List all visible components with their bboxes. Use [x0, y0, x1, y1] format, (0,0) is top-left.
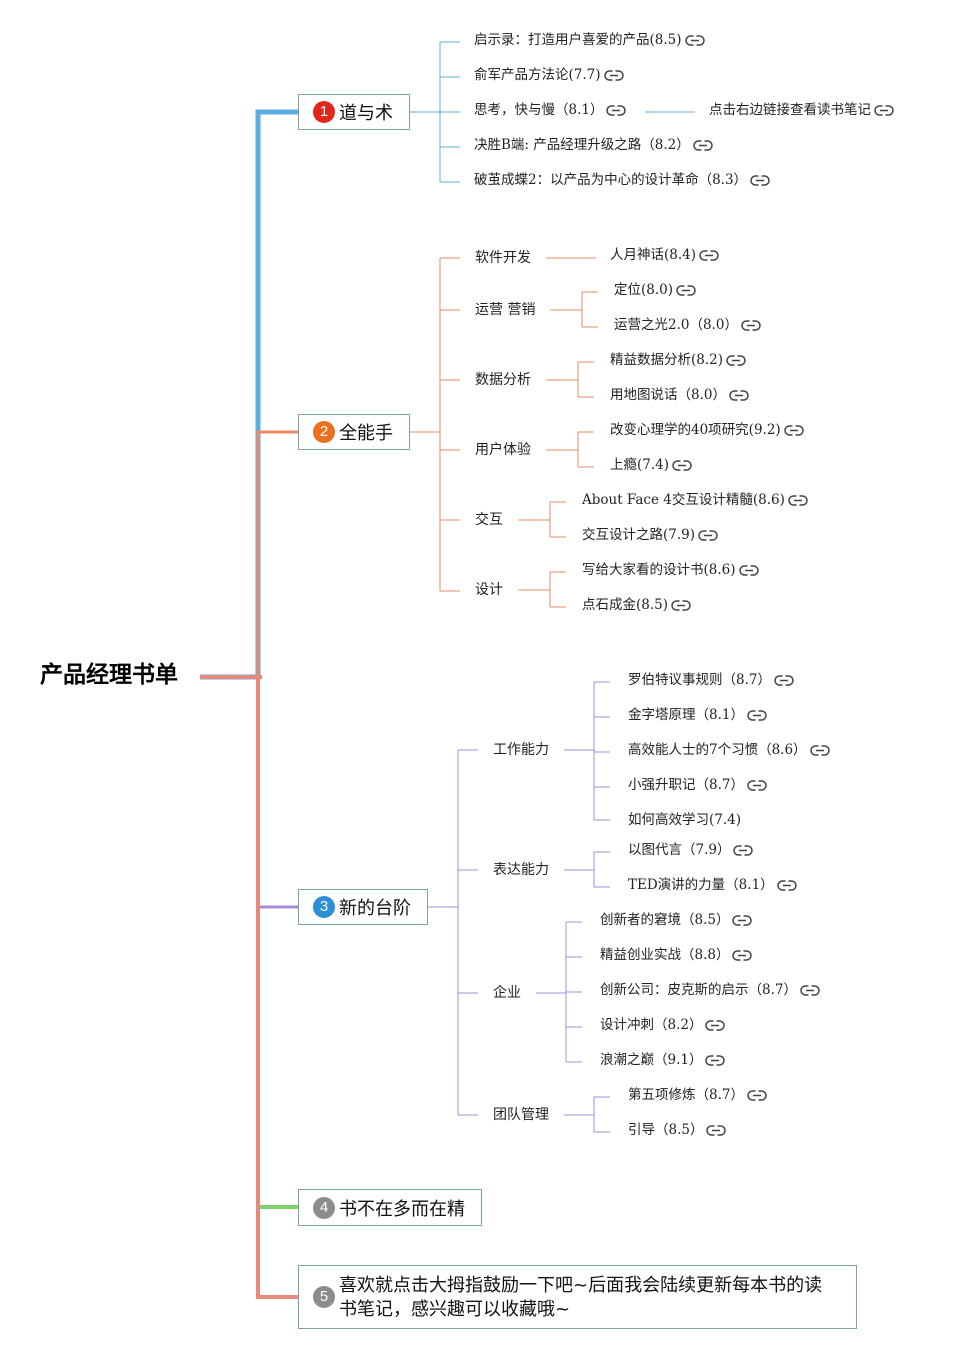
link-icon[interactable] [783, 425, 804, 436]
group-2-1[interactable]: 软件开发 [475, 250, 531, 266]
branch-2-node[interactable]: 2 全能手 [298, 414, 410, 450]
book-3-2-1[interactable]: 以图代言（7.9） [628, 843, 754, 858]
branch-5-label: 喜欢就点击大拇指鼓励一下吧~后面我会陆续更新每本书的读书笔记，感兴趣可以收藏哦~ [339, 1275, 823, 1320]
link-icon[interactable] [774, 675, 794, 686]
trunk-b5 [256, 677, 298, 1299]
book-2-5-1[interactable]: About Face 4交互设计精髓(8.6) [582, 493, 808, 508]
link-icon[interactable] [738, 565, 759, 576]
link-icon[interactable] [732, 950, 753, 961]
branch-3-node[interactable]: 3 新的台阶 [298, 889, 428, 925]
branch-5-node[interactable]: 5 喜欢就点击大拇指鼓励一下吧~后面我会陆续更新每本书的读书笔记，感兴趣可以收藏… [298, 1265, 857, 1329]
badge-3-icon: 3 [313, 896, 335, 918]
book-2-4-2[interactable]: 上瘾(7.4) [610, 458, 692, 473]
book-3-3-4[interactable]: 设计冲刺（8.2） [600, 1018, 726, 1033]
trunk-b1 [200, 109, 298, 680]
book-1-4[interactable]: 决胜B端: 产品经理升级之路（8.2） [474, 138, 713, 153]
link-icon[interactable] [671, 600, 691, 611]
book-2-2-1[interactable]: 定位(8.0) [614, 283, 696, 298]
book-3-1-1[interactable]: 罗伯特议事规则（8.7） [628, 673, 794, 688]
link-icon[interactable] [750, 175, 770, 186]
branch-3-label: 新的台阶 [339, 898, 411, 919]
book-2-4-1[interactable]: 改变心理学的40项研究(9.2) [610, 423, 804, 438]
link-icon[interactable] [729, 390, 749, 401]
book-3-1-2[interactable]: 金字塔原理（8.1） [628, 708, 767, 723]
link-icon[interactable] [705, 1055, 726, 1066]
book-3-1-4[interactable]: 小强升职记（8.7） [628, 778, 767, 793]
link-icon[interactable] [705, 1020, 726, 1031]
link-icon[interactable] [800, 985, 820, 996]
branch-4-label: 书不在多而在精 [339, 1198, 465, 1220]
branch-4-node[interactable]: 4 书不在多而在精 [298, 1189, 482, 1226]
badge-1-icon: 1 [313, 101, 335, 123]
group-2-5[interactable]: 交互 [475, 512, 503, 528]
book-3-1-5[interactable]: 如何高效学习(7.4) [628, 812, 742, 828]
group-2-4[interactable]: 用户体验 [475, 442, 531, 458]
book-3-4-2[interactable]: 引导（8.5） [628, 1123, 727, 1138]
book-1-2[interactable]: 俞军产品方法论(7.7) [474, 68, 624, 83]
book-3-3-3[interactable]: 创新公司：皮克斯的启示（8.7） [600, 983, 820, 998]
branch-2-label: 全能手 [339, 423, 393, 444]
trunk-b2 [256, 430, 298, 677]
badge-5-icon: 5 [313, 1286, 335, 1308]
link-icon[interactable] [732, 915, 753, 926]
link-icon[interactable] [776, 880, 797, 891]
book-1-1[interactable]: 启示录：打造用户喜爱的产品(8.5) [474, 33, 705, 48]
badge-4-icon: 4 [313, 1196, 335, 1219]
book-1-3[interactable]: 思考，快与慢（8.1） [474, 103, 627, 118]
book-1-5[interactable]: 破茧成蝶2：以产品为中心的设计革命（8.3） [474, 173, 770, 188]
link-icon[interactable] [747, 710, 767, 721]
book-2-5-2[interactable]: 交互设计之路(7.9) [582, 528, 718, 543]
link-icon[interactable] [606, 105, 627, 116]
book-3-1-3[interactable]: 高效能人士的7个习惯（8.6） [628, 743, 830, 758]
book-3-3-1[interactable]: 创新者的窘境（8.5） [600, 913, 753, 928]
branch-1-label: 道与术 [339, 103, 393, 124]
link-icon[interactable] [747, 1090, 767, 1101]
link-icon[interactable] [874, 105, 894, 116]
trunk-b4 [256, 677, 298, 1209]
book-2-3-2[interactable]: 用地图说话（8.0） [610, 388, 749, 403]
book-2-6-2[interactable]: 点石成金(8.5) [582, 598, 691, 613]
link-icon[interactable] [672, 460, 692, 471]
link-icon[interactable] [684, 35, 705, 46]
book-3-4-1[interactable]: 第五项修炼（8.7） [628, 1088, 767, 1103]
note-1-3[interactable]: 点击右边链接查看读书笔记 [709, 103, 894, 118]
group-3-3[interactable]: 企业 [493, 985, 521, 1001]
link-icon[interactable] [788, 495, 808, 506]
link-icon[interactable] [698, 530, 718, 541]
group-3-1[interactable]: 工作能力 [493, 742, 549, 758]
branch-1-node[interactable]: 1 道与术 [298, 94, 410, 130]
link-icon[interactable] [692, 140, 713, 151]
link-icon[interactable] [676, 285, 696, 296]
book-2-1-1[interactable]: 人月神话(8.4) [610, 248, 719, 263]
book-2-6-1[interactable]: 写给大家看的设计书(8.6) [582, 563, 759, 578]
group-3-2[interactable]: 表达能力 [493, 862, 549, 878]
book-2-2-2[interactable]: 运营之光2.0（8.0） [614, 318, 761, 333]
link-icon[interactable] [706, 1125, 727, 1136]
book-2-3-1[interactable]: 精益数据分析(8.2) [610, 353, 746, 368]
link-icon[interactable] [699, 250, 719, 261]
link-icon[interactable] [603, 70, 624, 81]
group-3-4[interactable]: 团队管理 [493, 1107, 549, 1123]
book-3-3-5[interactable]: 浪潮之巅（9.1） [600, 1053, 726, 1068]
group-2-3[interactable]: 数据分析 [475, 372, 531, 388]
book-3-3-2[interactable]: 精益创业实战（8.8） [600, 948, 753, 963]
group-2-6[interactable]: 设计 [475, 582, 503, 598]
badge-2-icon: 2 [313, 421, 335, 443]
book-3-2-2[interactable]: TED演讲的力量（8.1） [628, 878, 797, 893]
link-icon[interactable] [741, 320, 761, 331]
root-title: 产品经理书单 [40, 662, 178, 688]
link-icon[interactable] [809, 745, 830, 756]
link-icon[interactable] [747, 780, 767, 791]
group-2-2[interactable]: 运营 营销 [475, 302, 536, 318]
link-icon[interactable] [733, 845, 754, 856]
link-icon[interactable] [726, 355, 746, 366]
trunk-b3 [256, 677, 298, 909]
